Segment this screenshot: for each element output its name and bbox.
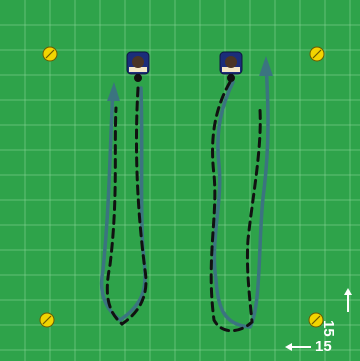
scale-label-horizontal: 15 xyxy=(315,339,332,354)
cone-icon xyxy=(310,47,324,61)
cone-icon xyxy=(40,313,54,327)
scale-label-vertical: 15 xyxy=(321,320,336,337)
cone-icon xyxy=(43,47,57,61)
